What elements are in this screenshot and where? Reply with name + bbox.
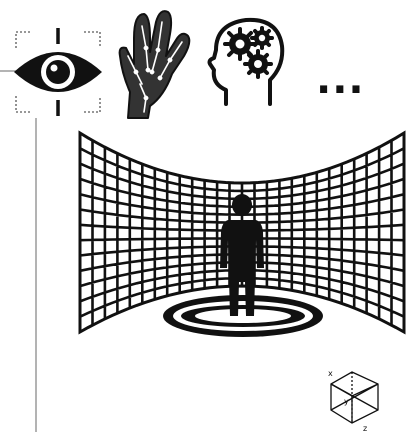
- brain-gears-icon: [210, 20, 283, 104]
- hand-tracking-icon: [120, 11, 190, 118]
- floor-rings: [163, 295, 323, 337]
- eye-tracking-icon: [14, 28, 102, 116]
- axes-gizmo-icon: [331, 372, 378, 423]
- axis-label-y: y: [344, 397, 349, 406]
- axis-label-z: z: [363, 424, 367, 433]
- more-indicator: ...: [316, 60, 365, 100]
- axis-label-x: x: [328, 369, 333, 378]
